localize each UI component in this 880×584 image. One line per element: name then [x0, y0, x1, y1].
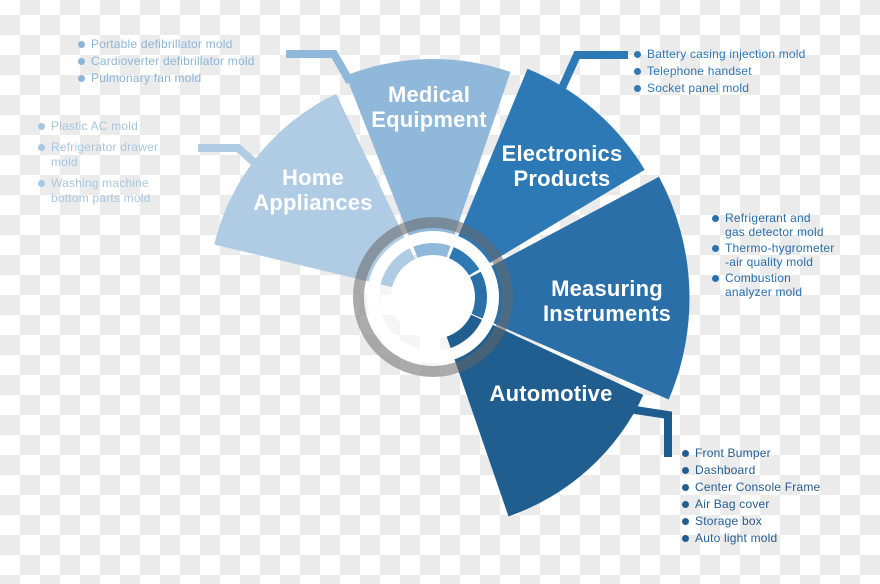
bullet-icon — [634, 68, 641, 75]
bullet-icon — [634, 85, 641, 92]
bullet-icon — [712, 215, 719, 222]
sector-label-electronics-products: Electronics Products — [501, 141, 623, 191]
bullet-icon — [682, 501, 689, 508]
list-item: Air Bag cover — [682, 497, 820, 512]
sector-medical-equipment-wedge — [345, 59, 511, 297]
bullet-icon — [38, 123, 45, 130]
hub-gray-ring — [353, 217, 513, 377]
list-item: Washing machine bottom parts mold — [38, 176, 158, 206]
bullet-icon — [78, 58, 85, 65]
sector-label-automotive: Automotive — [489, 381, 613, 406]
list-item: Storage box — [682, 514, 820, 529]
list-item: Refrigerator drawer mold — [38, 140, 158, 170]
list-item: Dashboard — [682, 463, 820, 478]
electronics-connector-line — [558, 51, 628, 90]
list-item: Refrigerant and gas detector mold — [712, 211, 834, 239]
list-item: Combustion analyzer mold — [712, 271, 834, 299]
medical-connector-line — [286, 50, 354, 84]
list-item: Center Console Frame — [682, 480, 820, 495]
bullet-icon — [682, 450, 689, 457]
sector-label-medical-equipment: Medical Equipment — [371, 82, 487, 132]
bullet-icon — [38, 144, 45, 151]
sector-label-measuring-instruments: Measuring Instruments — [542, 276, 672, 326]
list-item: Battery casing injection mold — [634, 47, 806, 62]
bullet-icon — [682, 467, 689, 474]
bullet-icon — [78, 75, 85, 82]
bullet-icon — [682, 484, 689, 491]
list-item: Telephone handset — [634, 64, 806, 79]
sector-measuring-instruments-wedge — [433, 176, 690, 400]
hub-white-ring — [367, 231, 499, 363]
list-item: Pulmonary fan mold — [78, 71, 255, 86]
bullet-icon — [682, 518, 689, 525]
list-item: Portable defibrillator mold — [78, 37, 255, 52]
list-item: Socket panel mold — [634, 81, 806, 96]
automotive-mold-list: Front Bumper Dashboard Center Console Fr… — [682, 446, 820, 548]
bullet-icon — [712, 275, 719, 282]
bullet-icon — [78, 41, 85, 48]
list-item: Front Bumper — [682, 446, 820, 461]
home-connector-line — [198, 144, 259, 167]
home-appliances-mold-list: Plastic AC mold Refrigerator drawer mold… — [38, 119, 158, 212]
measuring-instruments-mold-list: Refrigerant and gas detector mold Thermo… — [712, 211, 834, 301]
medical-mold-list: Portable defibrillator mold Cardioverter… — [78, 37, 255, 88]
bullet-icon — [712, 245, 719, 252]
bullet-icon — [38, 180, 45, 187]
hub-core-circle — [391, 255, 475, 339]
list-item: Cardioverter defibrillator mold — [78, 54, 255, 69]
sector-label-home-appliances: Home Appliances — [253, 165, 373, 215]
bullet-icon — [682, 535, 689, 542]
list-item: Thermo-hygrometer -air quality mold — [712, 241, 834, 269]
list-item: Plastic AC mold — [38, 119, 158, 134]
bullet-icon — [634, 51, 641, 58]
list-item: Auto light mold — [682, 531, 820, 546]
electronics-mold-list: Battery casing injection mold Telephone … — [634, 47, 806, 98]
